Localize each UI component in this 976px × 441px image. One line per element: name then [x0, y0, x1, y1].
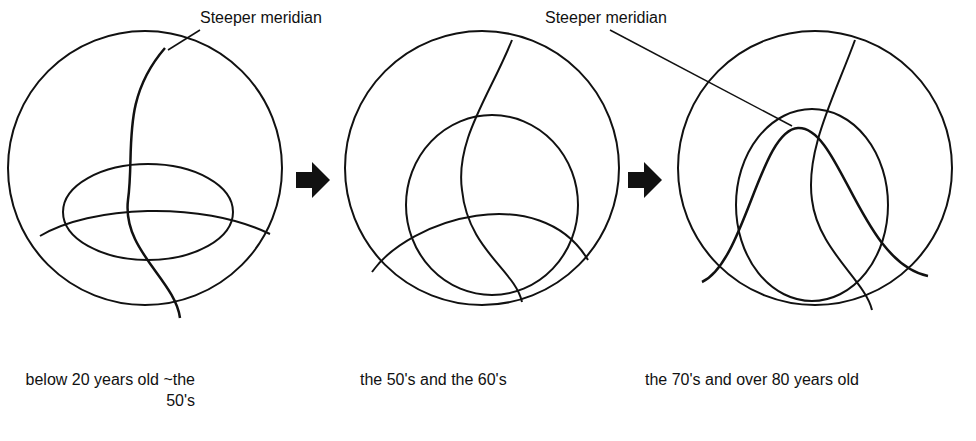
callout-label: Steeper meridian	[200, 8, 322, 29]
ellipse-contour	[406, 115, 578, 295]
cornea-outline	[678, 31, 952, 305]
age-group-label: below 20 years old ~the 50's	[25, 370, 195, 412]
steep-meridian	[128, 48, 180, 318]
flat-meridian	[372, 214, 588, 272]
progression-arrow	[628, 162, 662, 198]
leader-line	[610, 30, 792, 126]
callout-label: Steeper meridian	[545, 8, 667, 29]
age-group-label: the 50's and the 60's	[360, 370, 507, 391]
flat-meridian	[811, 40, 872, 310]
ellipse-contour	[63, 164, 233, 260]
cornea-outline	[345, 31, 619, 305]
age-group-label: the 70's and over 80 years old	[645, 370, 859, 391]
progression-arrow	[296, 162, 330, 198]
steep-meridian	[461, 40, 522, 302]
flat-meridian	[40, 211, 270, 236]
cornea-outline	[8, 31, 282, 305]
leader-line	[168, 30, 200, 50]
